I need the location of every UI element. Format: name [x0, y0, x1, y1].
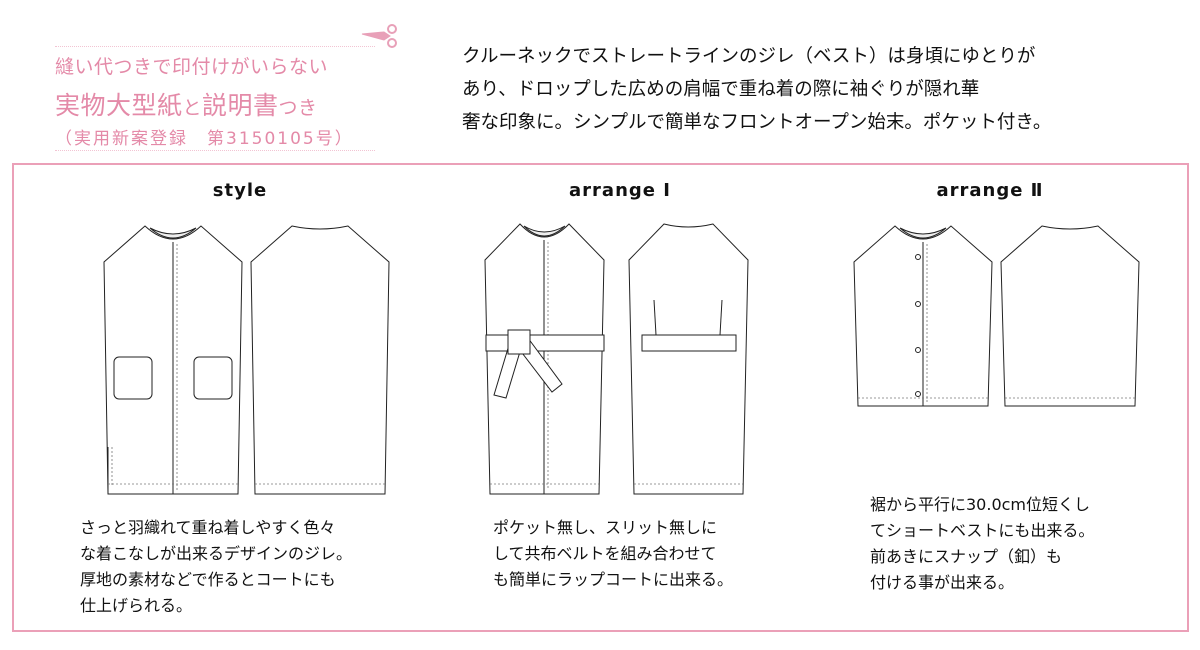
- belted-front-illustration: [484, 223, 605, 495]
- vest-front-illustration: [103, 225, 243, 495]
- caption-arrange2: 裾から平行に30.0cm位短くし てショートベストにも出来る。 前あきにスナップ…: [870, 495, 1095, 592]
- header-small: と: [182, 97, 203, 119]
- divider: [55, 46, 375, 47]
- short-vest-front-illustration: [853, 225, 993, 407]
- header-main2: 説明書: [202, 91, 279, 120]
- vest-back-illustration: [250, 225, 390, 495]
- scissors-icon: [361, 24, 397, 48]
- section-title-style: style: [212, 180, 268, 201]
- caption-arrange1: ポケット無し、スリット無しに して共布ベルトを組み合わせて も簡単にラップコート…: [493, 518, 734, 589]
- caption-style: さっと羽織れて重ね着しやすく色々 な着こなしが出来るデザインのジレ。 厚地の素材…: [80, 518, 353, 615]
- header-line2: 実物大型紙と説明書つき: [55, 86, 318, 122]
- snap-icon: [915, 254, 921, 260]
- short-vest-back-illustration: [1000, 225, 1140, 407]
- divider: [55, 150, 375, 151]
- section-title-arrange2: arrange Ⅱ: [936, 180, 1044, 201]
- section-title-arrange1: arrange Ⅰ: [569, 180, 671, 201]
- header-main: 実物大型紙: [55, 91, 183, 120]
- description: クルーネックでストレートラインのジレ（ベスト）は身頃にゆとりが あり、ドロップし…: [462, 46, 1052, 133]
- belted-back-illustration: [628, 223, 749, 495]
- header-line3: （実用新案登録 第3150105号）: [55, 129, 354, 149]
- header-line1: 縫い代つきで印付けがいらない: [55, 56, 329, 78]
- header-small2: つき: [278, 97, 318, 119]
- content-frame: [12, 163, 1189, 632]
